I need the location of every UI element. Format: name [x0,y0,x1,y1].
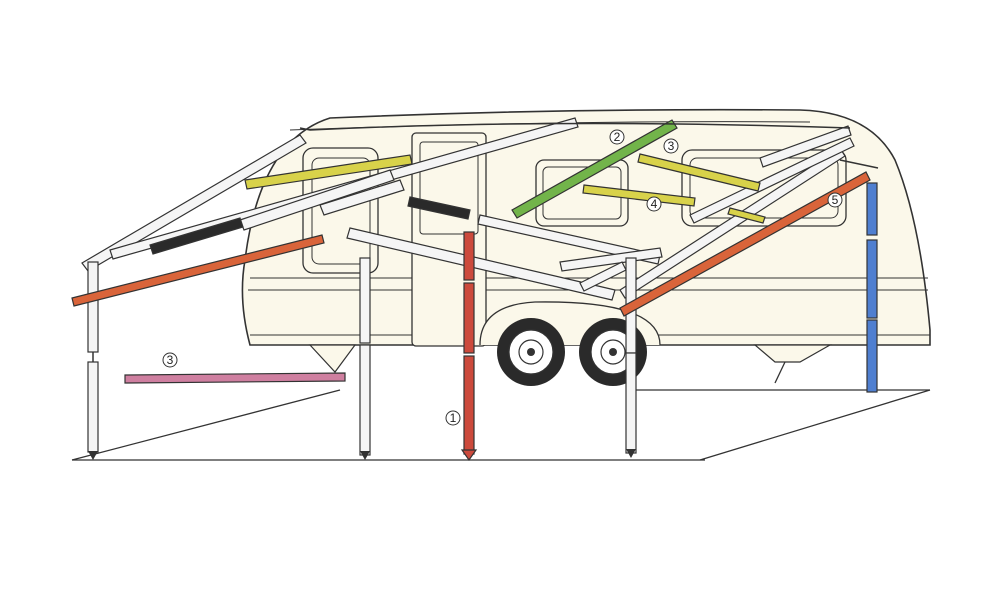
green-pole [511,119,678,219]
callout-4: 4 [646,196,662,212]
yellow-poles [244,153,766,224]
callout-5: 5 [827,192,843,208]
wheel-front [497,318,565,386]
callout-2-label: 2 [614,130,621,144]
awning-rail [299,122,879,169]
front-upright-pole [87,261,99,353]
pole-feet [88,449,636,460]
blue-upright-pole [866,182,878,393]
pink-pole [124,372,346,384]
callout-1-label: 1 [450,411,457,425]
orange-poles [71,171,871,317]
black-poles [149,196,471,255]
callout-3-top-label: 3 [668,139,675,153]
red-upright-pole [460,231,478,462]
callout-1: 1 [445,410,461,426]
callout-3-bottom: 3 [162,352,178,368]
callout-3-bottom-label: 3 [167,353,174,367]
wheel-rear [579,318,647,386]
callout-4-label: 4 [651,197,658,211]
callout-3-top: 3 [663,138,679,154]
callout-5-label: 5 [832,193,839,207]
callout-2: 2 [609,129,625,145]
ground-lines [71,389,931,461]
